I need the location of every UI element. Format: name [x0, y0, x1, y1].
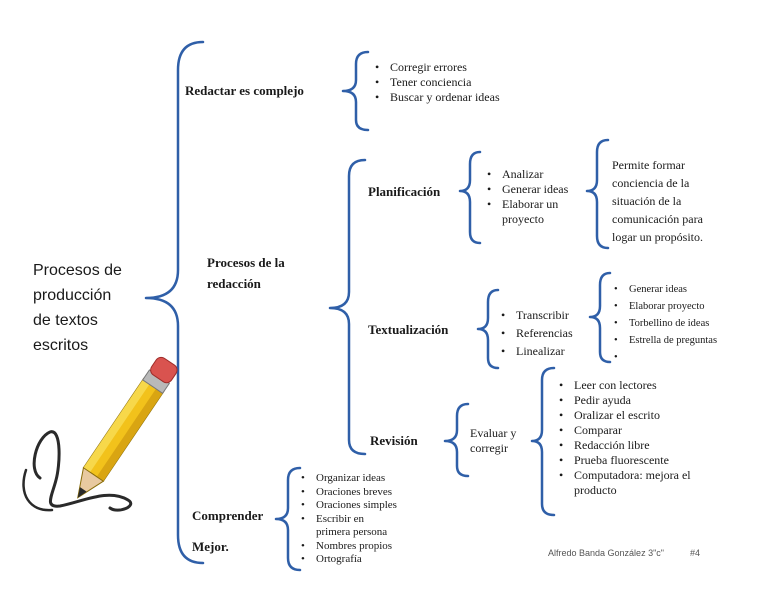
footer-author: Alfredo Banda González 3"c": [548, 548, 664, 558]
procesos-title-line-1: Procesos de la: [207, 255, 285, 270]
revision-item: Pedir ayuda: [556, 393, 731, 408]
note-line-1: Permite formar: [612, 158, 685, 172]
comprender-item: Oraciones simples: [298, 499, 398, 513]
root-line-1: Procesos de: [33, 262, 122, 279]
planificacion-item: Generar ideas: [484, 182, 594, 197]
root-line-2: producción: [33, 287, 112, 304]
planificacion-brace: [458, 150, 482, 245]
redactar-item: Corregir errores: [372, 60, 500, 75]
revision-item: Prueba fluorescente: [556, 453, 731, 468]
planificacion-title: Planificación: [368, 184, 441, 199]
pencil-illustration: [22, 356, 178, 512]
comprender-item: Escribir en primera persona: [298, 513, 398, 540]
comprender-title-line-1: Comprender: [192, 508, 264, 523]
revision-brace: [443, 402, 470, 478]
root-line-4: escritos: [33, 337, 89, 354]
procesos-title-line-2: redacción: [207, 276, 261, 291]
planificacion-note: Permite formar conciencia de la situació…: [612, 156, 703, 246]
revision-sub-line-2: corregir: [470, 441, 508, 455]
revision-item: Redacción libre: [556, 438, 731, 453]
comprender-list: Organizar ideas Oraciones breves Oracion…: [298, 472, 398, 567]
ink-loop: [22, 468, 54, 512]
redactar-list: Corregir errores Tener conciencia Buscar…: [372, 60, 500, 105]
comprender-brace: [274, 466, 302, 572]
comprender-item: Nombres propios: [298, 540, 398, 554]
textualizacion-subitem: Elaborar proyecto: [611, 298, 717, 315]
textualizacion-brace: [476, 288, 500, 370]
main-brace: [144, 40, 205, 565]
planificacion-item: Analizar: [484, 167, 594, 182]
textualizacion-item: Linealizar: [498, 342, 573, 360]
planificacion-item: Elaborar un proyecto: [484, 197, 574, 227]
subitems-brace: [588, 271, 612, 364]
note-line-5: logar un propósito.: [612, 230, 703, 244]
footer-page: #4: [690, 548, 701, 558]
planificacion-list: Analizar Generar ideas Elaborar un proye…: [484, 167, 594, 227]
textualizacion-item: Referencias: [498, 324, 573, 342]
redactar-item: Tener conciencia: [372, 75, 500, 90]
comprender-title-line-2: Mejor.: [192, 539, 229, 554]
revision-sub-line-1: Evaluar y: [470, 426, 517, 440]
revision-sub: Evaluar y corregir: [470, 426, 516, 456]
redactar-brace: [341, 50, 370, 132]
comprender-item: Ortografía: [298, 553, 398, 567]
textualizacion-subitem: Estrella de preguntas: [611, 332, 717, 349]
textualizacion-subitem: Generar ideas: [611, 281, 717, 298]
revision-items-brace: [530, 366, 556, 517]
revision-item: Computadora: mejora el producto: [556, 468, 731, 498]
comprender-title: Comprender Mejor.: [192, 500, 263, 562]
revision-item: Comparar: [556, 423, 731, 438]
textualizacion-subitems: Generar ideas Elaborar proyecto Torbelli…: [611, 281, 717, 366]
textualizacion-list: Transcribir Referencias Linealizar: [498, 306, 573, 360]
revision-item: Oralizar el escrito: [556, 408, 731, 423]
textualizacion-item: Transcribir: [498, 306, 573, 324]
revision-item: Leer con lectores: [556, 378, 731, 393]
textualizacion-title: Textualización: [368, 322, 449, 337]
textualizacion-subitem: [611, 349, 717, 366]
redactar-title: Redactar es complejo: [185, 83, 304, 98]
procesos-brace: [328, 158, 367, 456]
root-topic: Procesos de producción de textos escrito…: [33, 258, 122, 358]
note-line-3: situación de la: [612, 194, 682, 208]
comprender-item: Organizar ideas: [298, 472, 398, 486]
ink-scribble: [32, 430, 133, 512]
revision-title: Revisión: [370, 433, 418, 448]
redactar-item: Buscar y ordenar ideas: [372, 90, 500, 105]
note-line-4: comunicación para: [612, 212, 703, 226]
note-line-2: conciencia de la: [612, 176, 690, 190]
root-line-3: de textos: [33, 312, 98, 329]
comprender-item: Oraciones breves: [298, 486, 398, 500]
procesos-title: Procesos de la redacción: [207, 252, 285, 294]
revision-list: Leer con lectores Pedir ayuda Oralizar e…: [556, 378, 731, 498]
textualizacion-subitem: Torbellino de ideas: [611, 315, 717, 332]
